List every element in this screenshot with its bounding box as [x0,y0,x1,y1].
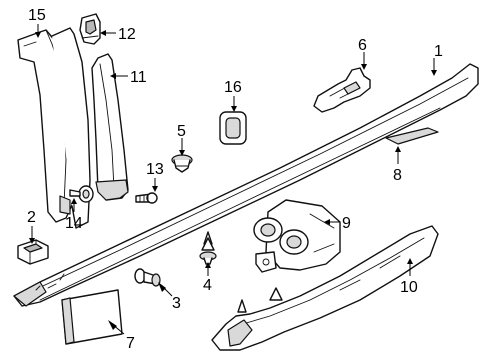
part-14-push-pin [69,185,94,203]
part-5-push-clip [171,154,193,173]
callout-15: 15 [28,7,46,24]
part-1-rocker-molding [13,63,479,307]
part-11-pillar-trim [91,53,129,201]
part-4-tree-clip [199,231,217,265]
part-10-reinforcement [211,225,439,351]
part-2-clip-block [17,239,49,265]
part-16-grommet [219,111,247,145]
part-12-clip [79,13,101,45]
callout-6: 6 [358,37,367,54]
callout-16: 16 [224,79,242,96]
callout-9: 9 [342,215,351,232]
callout-7: 7 [126,335,135,352]
callout-5: 5 [177,123,186,140]
part-13-screw [135,192,158,204]
part-8-label-plate [385,127,439,145]
part-3-plug-clip [134,268,161,287]
part-15-pillar-trim [17,27,91,229]
callout-10: 10 [400,279,418,296]
callout-labels: 1 2 3 4 5 6 7 8 9 10 11 12 13 14 15 16 [27,7,443,352]
callout-2: 2 [27,209,36,226]
part-9-bracket-assembly [253,199,341,273]
callout-3: 3 [172,295,181,312]
part-6-bracket [313,67,371,113]
callout-11: 11 [130,69,147,86]
callout-13: 13 [146,161,164,178]
callout-1: 1 [434,43,443,60]
callout-4: 4 [203,277,212,294]
callout-12: 12 [118,26,136,43]
callout-8: 8 [393,167,402,184]
part-7-pad [61,289,123,345]
leader-lines [29,24,437,335]
callout-14: 14 [65,215,83,232]
